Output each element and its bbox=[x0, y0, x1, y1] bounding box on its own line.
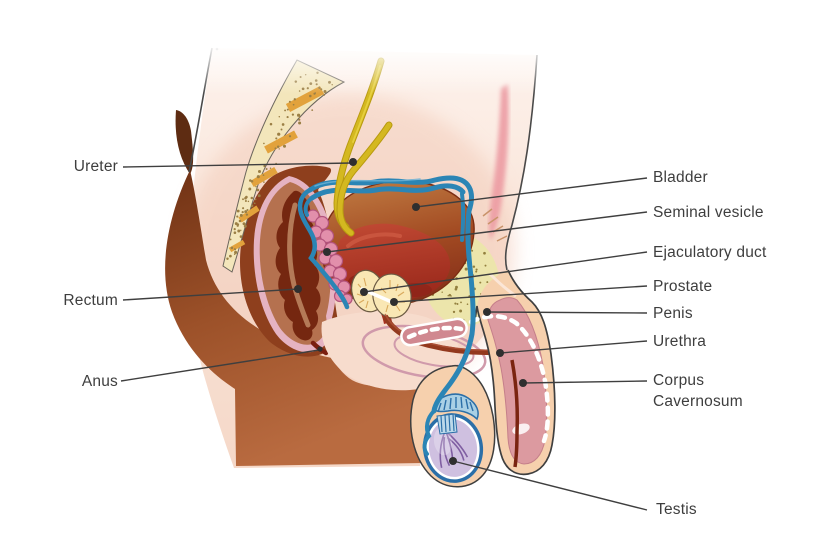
label-ureter: Ureter bbox=[73, 158, 118, 175]
label-rectum: Rectum bbox=[63, 292, 118, 309]
corpus-cavernosum-band bbox=[400, 313, 551, 444]
leader-dots bbox=[294, 158, 527, 465]
label-bladder: Bladder bbox=[653, 169, 708, 186]
label-testis: Testis bbox=[656, 501, 697, 518]
buttock-silhouette bbox=[165, 170, 432, 466]
leader-lines bbox=[120, 162, 648, 511]
label-seminal-vesicle: Seminal vesicle bbox=[653, 204, 764, 221]
abdominal-muscle-band bbox=[489, 84, 509, 240]
label-penis: Penis bbox=[653, 305, 693, 322]
label-prostate: Prostate bbox=[653, 278, 713, 295]
ureter-tube bbox=[333, 57, 393, 237]
label-corpus-cavernosum: Corpus Cavernosum bbox=[653, 372, 743, 410]
label-urethra: Urethra bbox=[653, 333, 707, 350]
label-ejaculatory-duct: Ejaculatory duct bbox=[653, 244, 767, 261]
label-anus: Anus bbox=[81, 373, 118, 390]
seminal-vesicle-shape bbox=[306, 209, 353, 305]
epididymis-shape bbox=[432, 393, 479, 435]
